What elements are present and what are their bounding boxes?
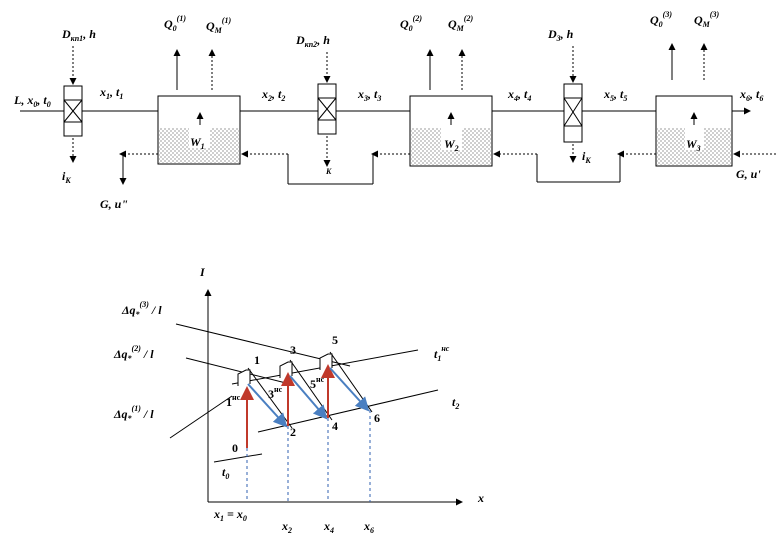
steam-label-3: D3, h — [547, 27, 574, 43]
enthalpy-line-2 — [185, 357, 291, 385]
tick-x2: x2 — [281, 519, 292, 535]
step-box-1 — [237, 369, 251, 386]
chamber-1 — [157, 95, 241, 165]
dq-label-2: Δq*(2) / l — [113, 344, 154, 363]
dq-label-1: Δq*(1) / l — [113, 404, 154, 423]
heat-qm-3: QM(3) — [694, 10, 719, 29]
drying-arrow-1 — [247, 383, 288, 428]
point-3: 3 — [290, 343, 296, 357]
line-t0 — [213, 453, 263, 463]
tank-label-2: W2 — [444, 137, 459, 153]
tank-label-3: W3 — [686, 137, 701, 153]
chamber-3 — [655, 95, 733, 167]
label-t0: t0 — [222, 465, 229, 481]
heat-q0-1: Q0(1) — [164, 14, 186, 33]
gas-in-label: G, u' — [736, 167, 761, 181]
point-6: 6 — [374, 411, 380, 425]
inlet-label: L, x0, t0 — [13, 93, 51, 109]
heater-3 — [563, 83, 583, 143]
heat-q0-2: Q0(2) — [400, 14, 422, 33]
drying-arrow-2 — [289, 375, 328, 420]
heater-1 — [63, 85, 83, 137]
flow-label-6: x6, t6 — [739, 87, 763, 103]
point-3ns: 3нс — [268, 385, 283, 401]
steam-label-2: Dкп2, h — [295, 33, 330, 49]
chamber-2 — [409, 95, 493, 167]
point-5ns: 5нс — [310, 375, 325, 391]
heat-q0-3: Q0(3) — [650, 10, 672, 29]
step-box-5 — [319, 353, 333, 370]
dq-label-3: Δq*(3) / l — [121, 300, 162, 319]
flow-label-3: x3, t3 — [357, 87, 381, 103]
label-t1ns: t1нс — [434, 344, 450, 363]
steam-label-1: Dкп1, h — [61, 27, 96, 43]
tank-label-1: W1 — [190, 135, 205, 151]
x-axis-label: x — [477, 491, 484, 505]
point-1ns: 1нс — [226, 393, 241, 409]
tick-x1: x1 = x0 — [213, 507, 247, 523]
point-5: 5 — [332, 333, 338, 347]
drying-arrow-3 — [329, 367, 370, 412]
flow-label-1: x1, t1 — [99, 85, 123, 101]
heat-qm-1: QM(1) — [206, 16, 231, 35]
heater-2 — [317, 83, 337, 135]
condensate-label-1: iK — [62, 169, 71, 185]
step-box-3 — [279, 361, 293, 378]
y-axis-label: I — [199, 265, 206, 279]
point-0: 0 — [232, 441, 238, 455]
condensate-label-2: K — [325, 167, 332, 176]
flow-label-4: x4, t4 — [507, 87, 531, 103]
point-1: 1 — [254, 353, 260, 367]
tick-x4: x4 — [323, 519, 334, 535]
label-t2: t2 — [452, 395, 459, 411]
point-2: 2 — [290, 425, 296, 439]
condensate-label-3: iK — [582, 149, 591, 165]
flow-label-5: x5, t5 — [603, 87, 627, 103]
point-4: 4 — [332, 419, 338, 433]
tick-x6: x6 — [363, 519, 374, 535]
enthalpy-line-1 — [169, 395, 233, 439]
flow-label-2: x2, t2 — [261, 87, 285, 103]
heat-qm-2: QM(2) — [448, 14, 473, 33]
gas-out-label: G, u" — [100, 197, 128, 211]
isenthalp-5-6 — [329, 351, 373, 413]
